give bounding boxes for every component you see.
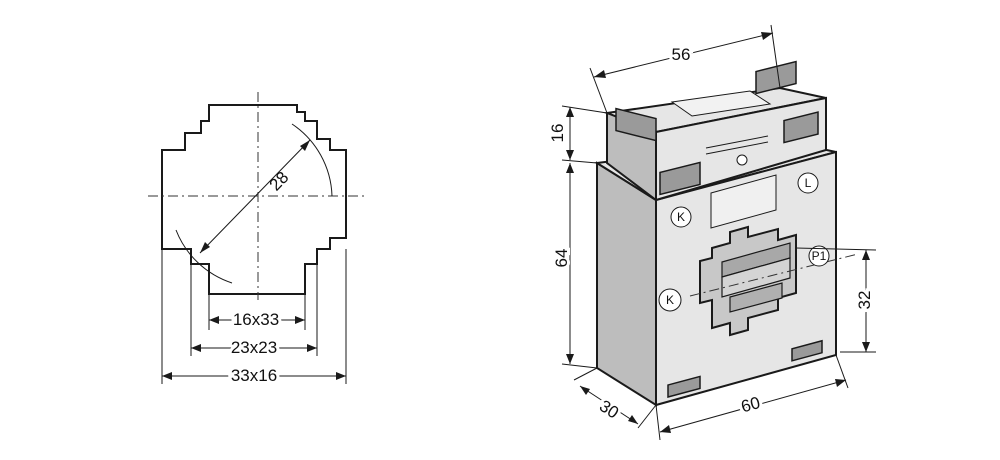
dim-body-height: 64	[552, 249, 571, 268]
dim-top-height: 16	[548, 124, 567, 143]
dim-middle-window: 23x23	[231, 338, 277, 357]
front-view: 28 16x33 23x23 33x16	[148, 92, 364, 388]
extension-line	[561, 159, 598, 164]
arrow-head	[566, 150, 574, 160]
terminal-l-top-label: L	[805, 176, 812, 190]
iso-view: K L P1 K 56 16 64 32	[548, 24, 877, 441]
extension-line	[655, 404, 661, 441]
arrow-head	[566, 163, 574, 173]
extension-line	[573, 367, 598, 381]
window-inner-step	[729, 282, 783, 313]
dim-top-width: 56	[672, 45, 691, 64]
vent-line	[705, 141, 769, 155]
arrow-head	[300, 140, 310, 151]
foot-slot	[791, 339, 823, 362]
arrow-head	[862, 342, 870, 352]
terminal-p1-label: P1	[812, 249, 827, 263]
dim-inner-window: 16x33	[233, 310, 279, 329]
terminal-p1	[808, 245, 830, 267]
extension-line	[835, 354, 849, 389]
terminal-slot	[755, 60, 797, 95]
arrow-head	[200, 242, 210, 253]
dim-line	[593, 32, 774, 78]
terminal-k-top-label: K	[677, 210, 685, 224]
vent-line	[705, 135, 769, 149]
arrow-head	[628, 415, 638, 424]
name-plate	[710, 174, 777, 229]
foot-slot	[667, 375, 701, 398]
arrow-head	[594, 70, 606, 78]
arrow-head	[307, 344, 317, 352]
dim-line	[659, 379, 847, 433]
window-inner-step	[721, 257, 791, 298]
terminal-slot	[659, 161, 701, 196]
diameter-arc-upper	[291, 123, 333, 197]
arrow-head	[566, 354, 574, 364]
dim-depth: 30	[596, 396, 622, 422]
terminal-slot	[783, 111, 819, 144]
dim-front-width: 60	[739, 393, 762, 416]
extension-line	[637, 404, 657, 429]
arrow-head	[336, 372, 346, 380]
screw-hole	[736, 154, 748, 166]
arrow-head	[566, 107, 574, 117]
terminal-l-top	[797, 172, 819, 194]
diameter-arc-lower	[175, 229, 233, 284]
terminal-k-side	[658, 288, 682, 312]
dim-outer-window: 33x16	[231, 366, 277, 385]
window-outline	[161, 104, 347, 295]
arrow-head	[835, 379, 846, 387]
dim-line	[579, 385, 639, 425]
terminal-k-side-label: K	[666, 293, 674, 307]
dim-diagonal: 28	[266, 168, 293, 195]
label-plate	[670, 90, 772, 117]
arrow-head	[862, 250, 870, 260]
arrow-head	[580, 386, 590, 395]
dim-window-height: 32	[855, 291, 874, 310]
extension-line	[561, 363, 598, 369]
extension-line	[770, 24, 781, 89]
extension-line	[589, 67, 608, 114]
extension-line	[795, 247, 877, 251]
body-side-face	[596, 161, 657, 407]
arrow-head	[761, 32, 773, 40]
terminal-slot	[615, 107, 657, 142]
arrow-head	[162, 372, 172, 380]
window-center-line	[689, 253, 859, 297]
arrow-head	[209, 316, 219, 324]
arrow-head	[660, 425, 671, 433]
arrow-head	[295, 316, 305, 324]
arrow-head	[191, 344, 201, 352]
diameter-line	[199, 139, 311, 254]
terminal-k-top	[670, 206, 692, 228]
